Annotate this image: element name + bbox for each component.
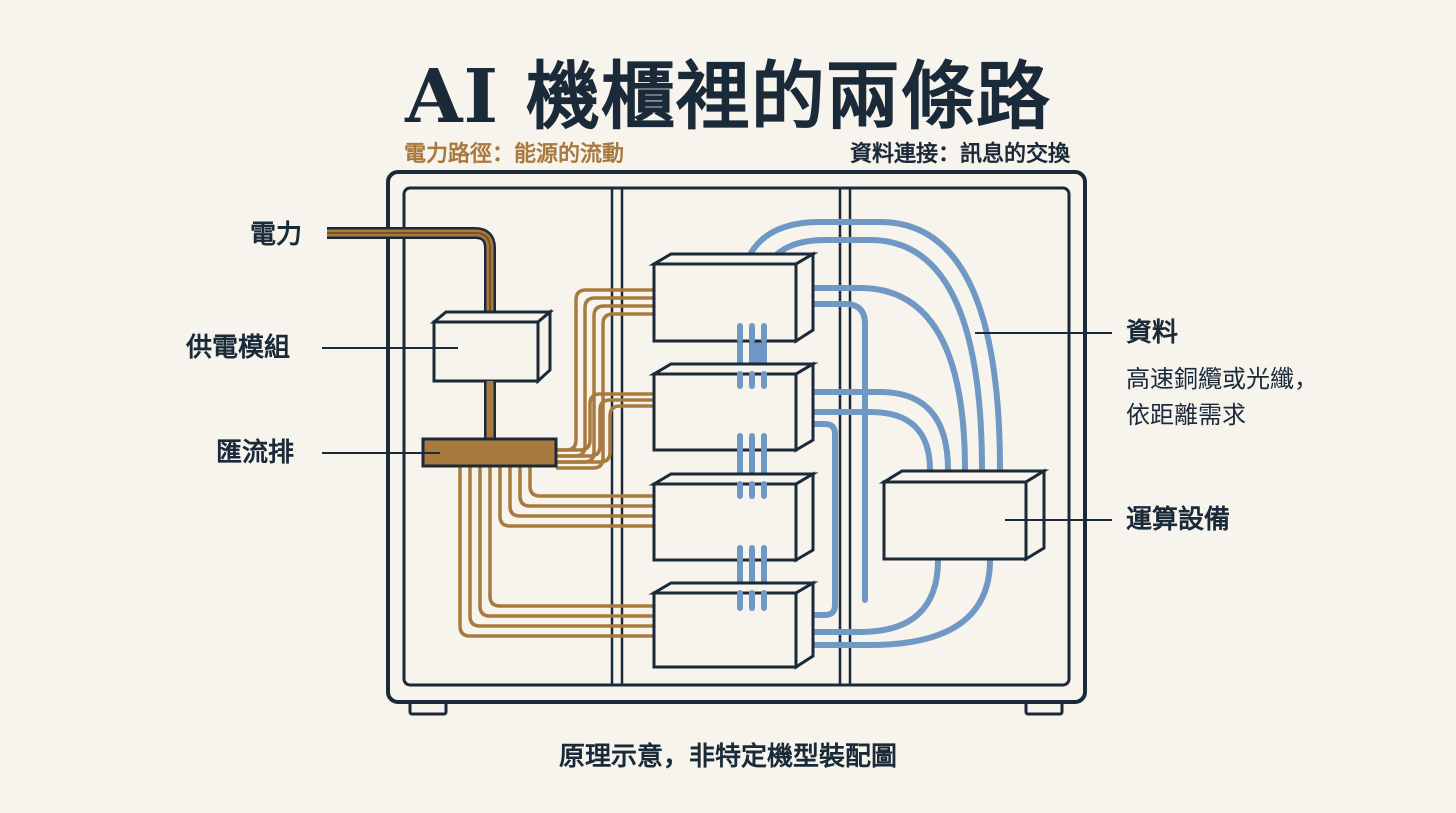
data-path-subtitle: 資料連接：訊息的交換: [849, 142, 1070, 167]
footer-note: 原理示意，非特定機型裝配圖: [558, 742, 897, 772]
power-distribution-cables: [458, 288, 656, 638]
power-input-cable: [327, 227, 496, 440]
data-cable-stubs: [737, 323, 767, 611]
compute-label: 運算設備: [1126, 505, 1231, 535]
power-path-subtitle: 電力路徑：能源的流動: [404, 142, 625, 167]
power-input-label: 電力: [250, 220, 303, 250]
server-4: [648, 580, 819, 670]
server-3: [648, 471, 819, 563]
power-module-box: [429, 308, 555, 440]
page-title: AI 機櫃裡的兩條路: [405, 54, 1051, 140]
rack-inner-frame: [402, 186, 1071, 687]
data-description-line1: 高速銅纜或光纖，: [1126, 365, 1318, 393]
data-description-line2: 依距離需求: [1126, 401, 1246, 429]
busbar: [421, 437, 558, 468]
compute-device-box: [878, 468, 1050, 562]
data-label: 資料: [1126, 318, 1179, 348]
busbar-label: 匯流排: [216, 438, 295, 468]
server-1: [648, 251, 819, 344]
power-module-label: 供電模組: [186, 333, 291, 363]
server-2: [648, 361, 819, 453]
leader-lines: [322, 332, 1112, 521]
